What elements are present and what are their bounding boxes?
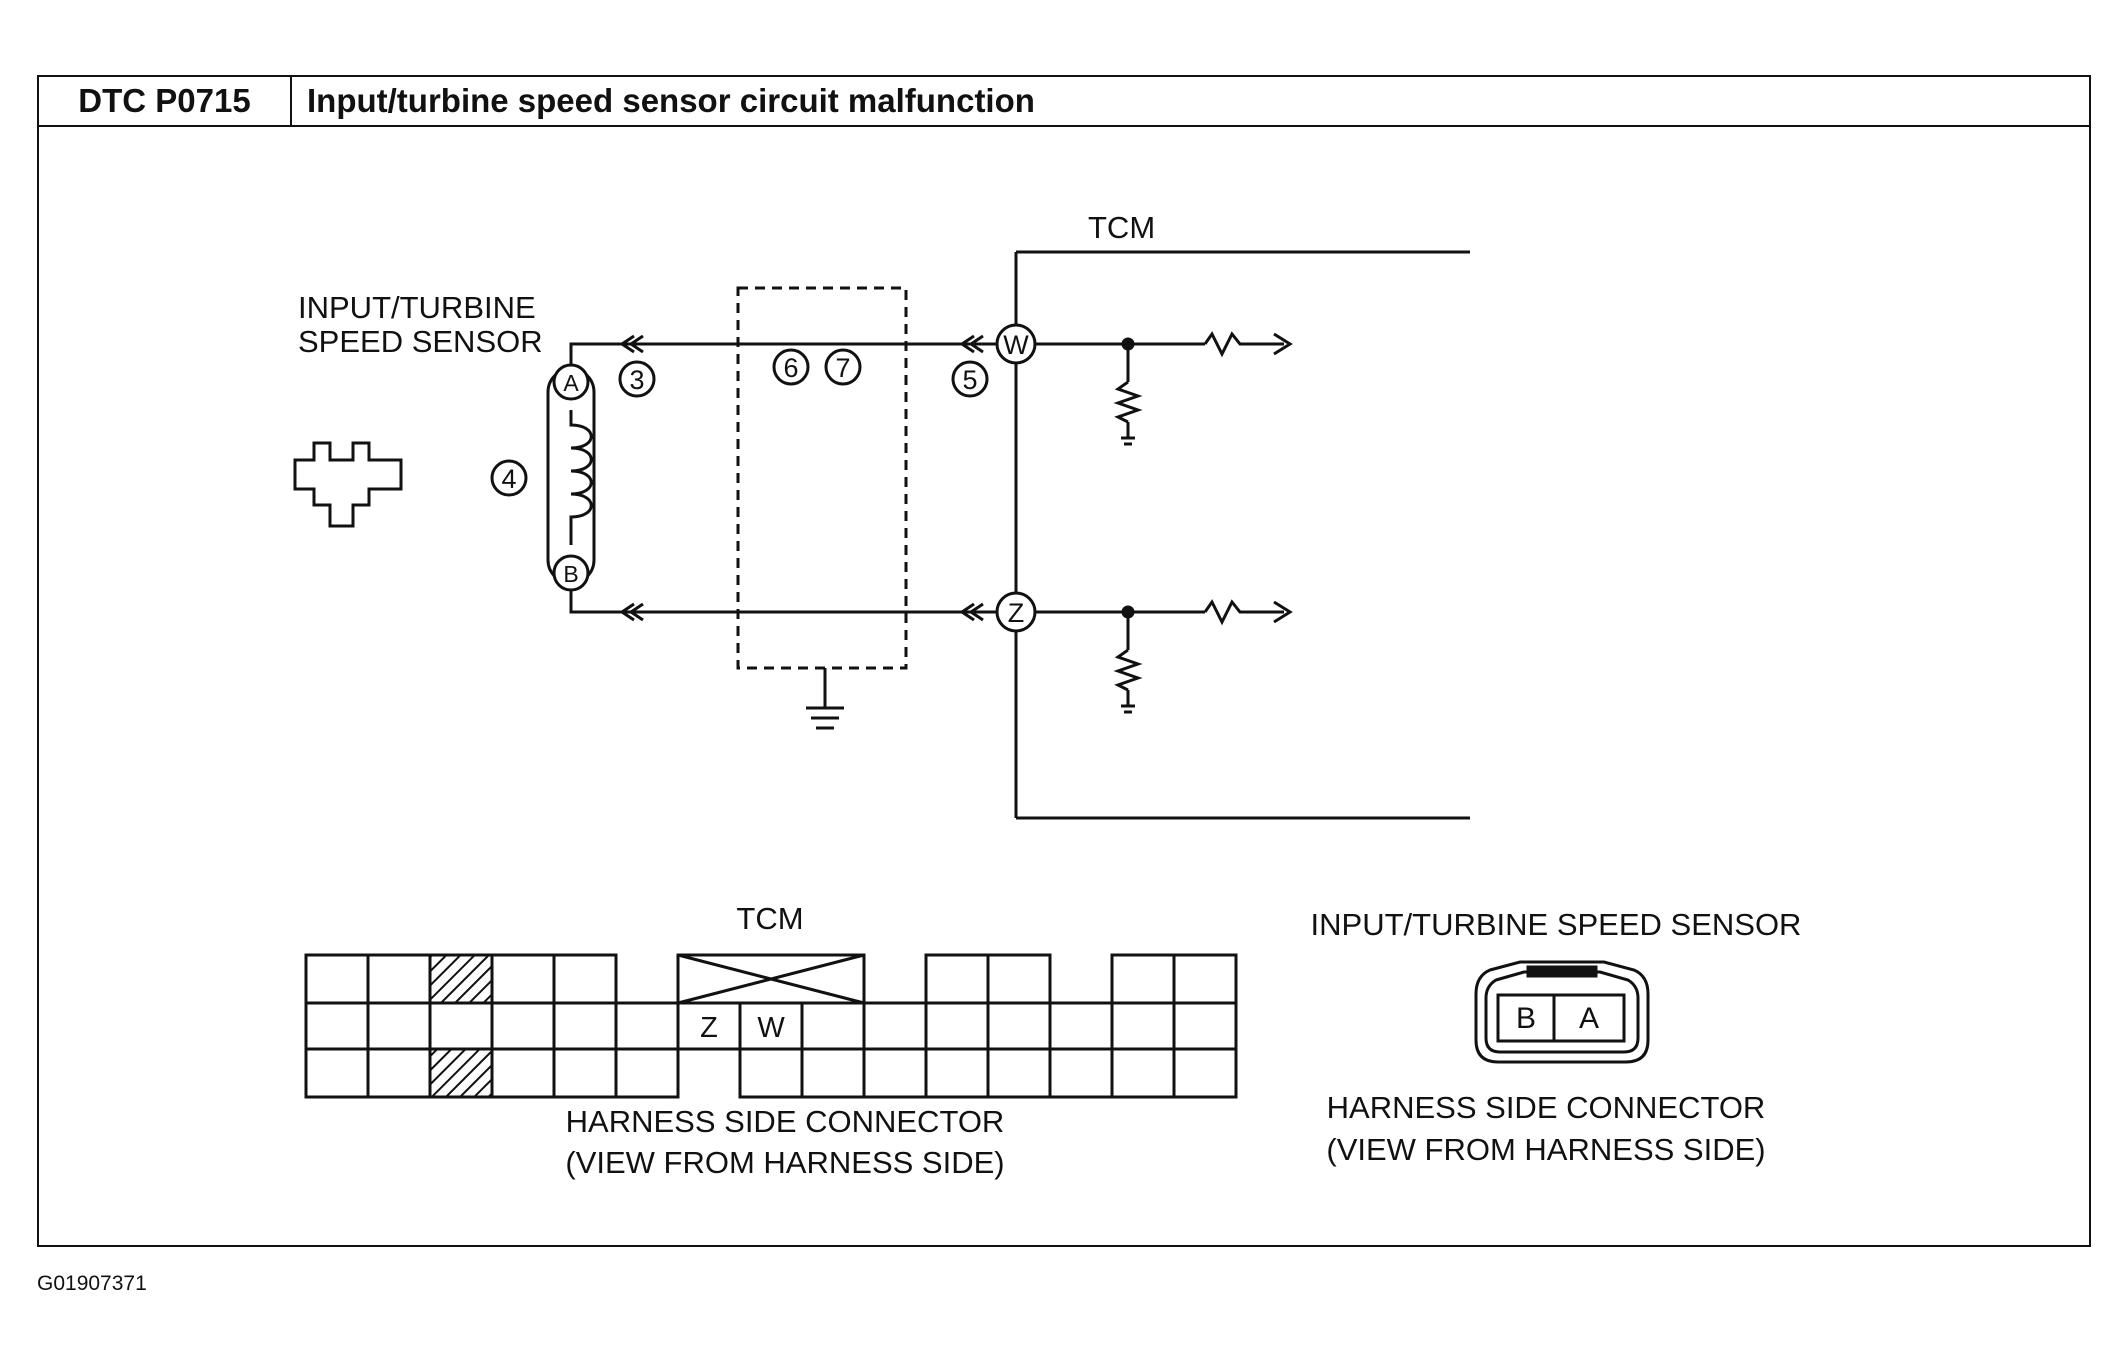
header-bar: DTC P0715 Input/turbine speed sensor cir… [39, 77, 2089, 127]
connector-chevron-tcm-w [959, 334, 984, 354]
step-circle-3 [618, 360, 656, 398]
shield-box [736, 286, 908, 670]
figure-id: G01907371 [37, 1272, 147, 1295]
terminal-z [995, 591, 1037, 633]
shield-ground-icon [806, 668, 844, 730]
sensor-label-line2: SPEED SENSOR [298, 324, 543, 359]
dtc-title: Input/turbine speed sensor circuit malfu… [307, 82, 1035, 119]
hatched-cell-top [428, 953, 494, 1005]
step-circle-4 [490, 459, 528, 497]
schematic [293, 250, 1470, 820]
step-label-5: 5 [962, 365, 977, 395]
step-label-7: 7 [835, 353, 850, 383]
tcm-outline [1014, 250, 1470, 820]
tcm-harness-connector [304, 953, 1238, 1099]
sensor-connector-text: INPUT/TURBINE SPEED SENSOR B A HARNESS S… [1311, 907, 1802, 1167]
terminal-b-label: B [563, 561, 578, 587]
sensor-connector-label: INPUT/TURBINE SPEED SENSOR [1311, 907, 1802, 942]
sensor-label-line1: INPUT/TURBINE [298, 290, 536, 325]
terminal-b [552, 554, 590, 592]
step-label-4: 4 [501, 464, 516, 494]
step-circle-5 [951, 360, 989, 398]
bias-network-w [1113, 331, 1293, 446]
hatched-cell-bottom [428, 1047, 494, 1099]
connector-chevron-sensor-z [619, 602, 644, 622]
tcm-connector-caption-1: HARNESS SIDE CONNECTOR [566, 1104, 1005, 1139]
tcm-label: TCM [1088, 210, 1155, 245]
step-label-6: 6 [783, 353, 798, 383]
reluctor-wheel-icon [293, 441, 403, 528]
sensor-coil-icon [569, 410, 593, 545]
connector-chevron-tcm-z [959, 602, 984, 622]
tcm-pin-z: Z [700, 1012, 718, 1044]
step-circle-6 [772, 348, 810, 386]
tcm-connector-text: TCM Z W HARNESS SIDE CONNECTOR (VIEW FRO… [565, 901, 1004, 1180]
sensor-harness-connector [1474, 960, 1650, 1064]
sensor-connector-caption-2: (VIEW FROM HARNESS SIDE) [1326, 1132, 1765, 1167]
tcm-connector-label: TCM [736, 901, 803, 936]
tcm-pin-w: W [757, 1012, 785, 1044]
diagram-frame: DTC P0715 Input/turbine speed sensor cir… [37, 75, 2091, 1247]
signal-wire-z [569, 583, 1205, 614]
junction-dot-w [1121, 337, 1135, 351]
terminal-w-label: W [1003, 330, 1029, 360]
dtc-code: DTC P0715 [39, 77, 292, 125]
tcm-connector-caption-2: (VIEW FROM HARNESS SIDE) [565, 1145, 1004, 1180]
terminal-a-label: A [563, 370, 579, 396]
connector-chevron-sensor-w [619, 334, 644, 354]
schematic-text: TCM INPUT/TURBINE SPEED SENSOR A B W Z 3… [298, 210, 1155, 628]
step-circle-7 [824, 348, 862, 386]
terminal-z-label: Z [1008, 598, 1025, 628]
sensor-pin-a: A [1579, 1002, 1599, 1035]
signal-wire-w [569, 342, 1205, 369]
bias-network-z [1113, 599, 1293, 714]
sensor-pin-b: B [1516, 1002, 1536, 1035]
junction-dot-z [1121, 605, 1135, 619]
terminal-w [995, 323, 1037, 365]
step-label-3: 3 [629, 365, 644, 395]
terminal-a [552, 363, 590, 401]
sensor-connector-caption-1: HARNESS SIDE CONNECTOR [1327, 1090, 1766, 1125]
